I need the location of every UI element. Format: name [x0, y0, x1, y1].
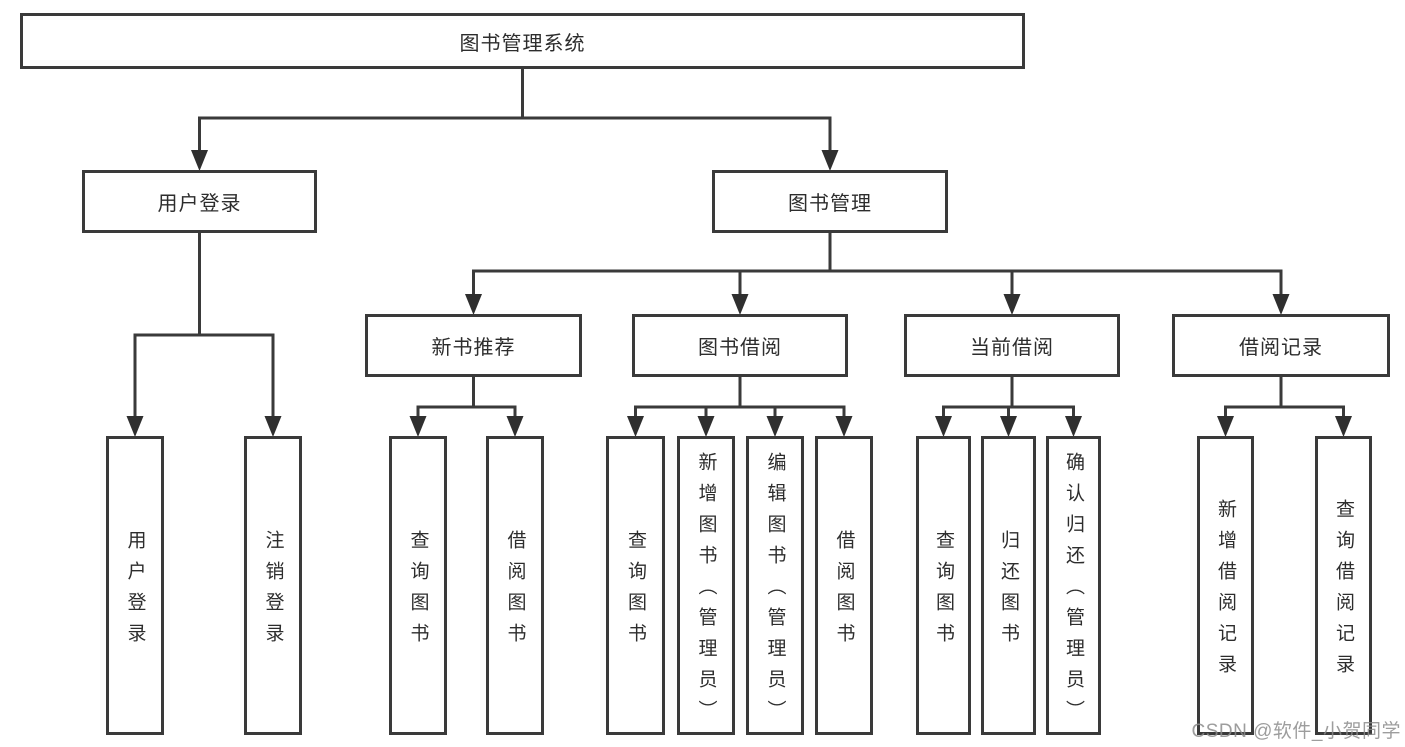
tree-node-label: 借阅记录 — [1239, 337, 1323, 359]
tree-node-leaf-query-2: 查询图书 — [606, 436, 665, 735]
tree-node-leaf-logout: 注销登录 — [244, 436, 302, 735]
tree-node-leaf-return: 归还图书 — [981, 436, 1036, 735]
tree-node-book-mgmt: 图书管理 — [712, 170, 948, 233]
tree-node-label: 归还图书 — [998, 529, 1019, 654]
arrowhead — [1217, 416, 1234, 437]
tree-node-label: 确认归还（管理员） — [1063, 452, 1084, 731]
tree-node-label: 注销登录 — [262, 529, 284, 654]
tree-node-label: 查询图书 — [625, 529, 646, 654]
tree-node-leaf-confirm: 确认归还（管理员） — [1046, 436, 1101, 735]
arrowhead — [766, 416, 784, 437]
tree-node-leaf-query-3: 查询图书 — [916, 436, 971, 735]
arrowhead — [1272, 294, 1290, 315]
arrowhead — [1335, 416, 1352, 437]
arrowhead — [1003, 294, 1021, 315]
arrowhead — [506, 416, 524, 437]
arrowhead — [191, 150, 208, 171]
tree-node-user-login: 用户登录 — [82, 170, 317, 233]
tree-node-label: 查询图书 — [407, 529, 429, 654]
watermark: CSDN @软件_小贺同学 — [1191, 721, 1401, 742]
tree-node-current-loans: 当前借阅 — [904, 314, 1120, 377]
arrowhead — [821, 150, 839, 171]
tree-node-leaf-login: 用户登录 — [106, 436, 164, 735]
arrowhead — [627, 416, 644, 437]
tree-node-label: 新增借阅记录 — [1215, 498, 1236, 685]
tree-node-label: 借阅图书 — [833, 529, 855, 654]
tree-node-label: 用户登录 — [157, 193, 242, 215]
tree-node-label: 图书管理 — [788, 193, 872, 215]
tree-node-leaf-query-rec: 查询借阅记录 — [1315, 436, 1372, 735]
tree-node-leaf-edit-book: 编辑图书（管理员） — [746, 436, 804, 735]
tree-node-root: 图书管理系统 — [20, 13, 1025, 69]
tree-node-leaf-query-1: 查询图书 — [389, 436, 447, 735]
tree-node-book-borrow: 图书借阅 — [632, 314, 848, 377]
arrowhead — [465, 294, 482, 315]
tree-node-new-books: 新书推荐 — [365, 314, 582, 377]
tree-node-leaf-add-book: 新增图书（管理员） — [677, 436, 735, 735]
arrowhead — [1065, 416, 1082, 437]
tree-node-leaf-borrow-2: 借阅图书 — [815, 436, 873, 735]
tree-node-leaf-add-rec: 新增借阅记录 — [1197, 436, 1254, 735]
tree-node-label: 借阅图书 — [504, 529, 526, 654]
arrowhead — [731, 294, 749, 315]
tree-node-label: 图书管理系统 — [459, 32, 586, 55]
arrowhead — [935, 416, 952, 437]
tree-node-label: 当前借阅 — [970, 337, 1054, 359]
arrowhead — [264, 416, 282, 437]
tree-node-loan-records: 借阅记录 — [1172, 314, 1390, 377]
tree-node-label: 查询借阅记录 — [1333, 498, 1354, 685]
arrowhead — [126, 416, 144, 437]
tree-node-label: 查询图书 — [933, 529, 954, 654]
arrowhead — [1000, 416, 1017, 437]
tree-node-label: 新增图书（管理员） — [695, 452, 717, 731]
tree-node-label: 用户登录 — [124, 529, 146, 654]
tree-node-label: 新书推荐 — [431, 337, 516, 359]
tree-node-leaf-borrow-1: 借阅图书 — [486, 436, 544, 735]
tree-node-label: 编辑图书（管理员） — [764, 452, 786, 731]
tree-node-label: 图书借阅 — [698, 337, 782, 359]
arrowhead — [835, 416, 853, 437]
arrowhead — [409, 416, 427, 437]
arrowhead — [697, 416, 715, 437]
